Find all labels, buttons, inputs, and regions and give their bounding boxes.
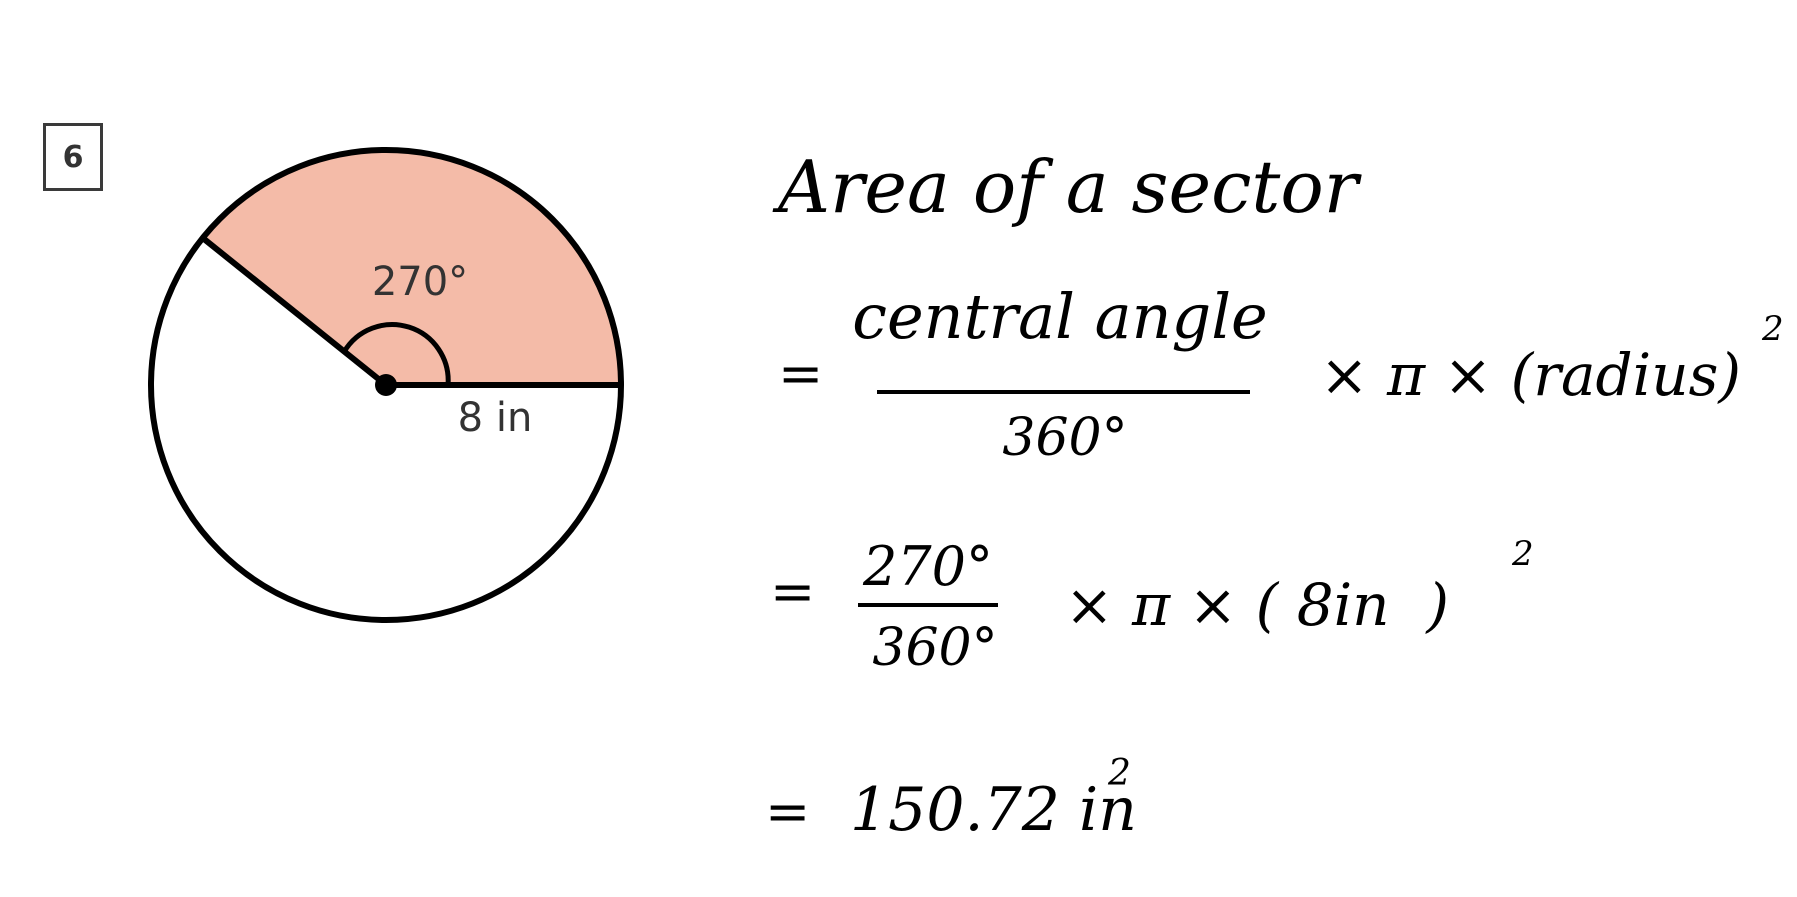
line1-denominator: 360° [1002,408,1127,468]
problem-number-box: 6 [43,123,103,191]
center-point [375,374,397,396]
line1-numerator: central angle [852,280,1268,353]
line3-equals: = [765,780,810,843]
angle-arc [341,322,451,386]
line2-equals: = [770,560,815,623]
line1-rest: × π × (radius) [1320,341,1741,409]
shaded-sector [202,150,621,385]
sector-diagram: 270° 8 in [148,147,624,623]
line2-rest: × π × ( 8in ) [1065,571,1449,639]
radius-line-upper-left [202,236,388,388]
problem-number: 6 [62,139,84,175]
radius-label: 8 in [458,395,533,441]
work-title: Area of a sector [772,145,1362,229]
line3-exponent: 2 [1107,753,1131,794]
line2-numerator: 270° [862,535,993,598]
angle-label: 270° [372,259,468,305]
line1-equals: = [778,342,823,405]
line2-exponent: 2 [1511,534,1534,574]
line1-exponent: 2 [1761,309,1784,349]
line2-denominator: 360° [872,618,997,678]
line3-value: 150.72 in [850,775,1137,845]
